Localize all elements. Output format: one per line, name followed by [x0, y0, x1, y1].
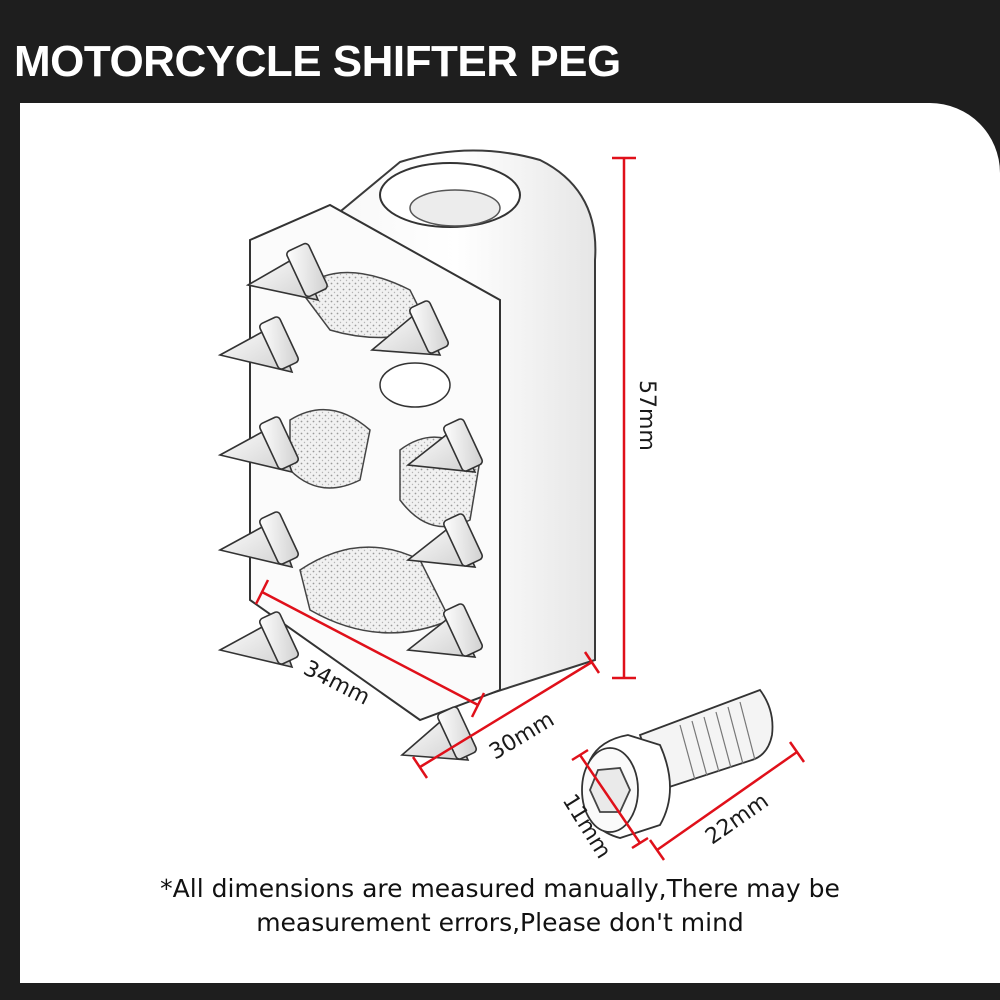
- spike-1: [245, 242, 328, 302]
- shifter-peg-body: [249, 149, 597, 722]
- dim-label-height: 57mm: [634, 380, 659, 451]
- dim-label-bolt-length: 22mm: [701, 789, 773, 850]
- spike-studs: [217, 242, 484, 761]
- spike-6: [369, 300, 450, 356]
- spike-2: [217, 316, 300, 374]
- spike-4: [217, 511, 300, 569]
- dimension-lines: [254, 156, 806, 861]
- spike-3: [217, 416, 300, 474]
- bolt: [581, 688, 774, 839]
- measurement-note: *All dimensions are measured manually,Th…: [100, 872, 900, 940]
- spike-7: [405, 418, 484, 473]
- spike-5: [217, 611, 300, 669]
- spike-8: [405, 513, 484, 568]
- measurement-note-line-2: measurement errors,Please don't mind: [256, 908, 744, 937]
- page-title: MOTORCYCLE SHIFTER PEG: [14, 37, 621, 86]
- dim-label-width: 30mm: [485, 707, 559, 765]
- header-bar: MOTORCYCLE SHIFTER PEG: [0, 0, 1000, 104]
- measurement-note-line-1: *All dimensions are measured manually,Th…: [160, 874, 840, 903]
- spike-9: [405, 603, 484, 658]
